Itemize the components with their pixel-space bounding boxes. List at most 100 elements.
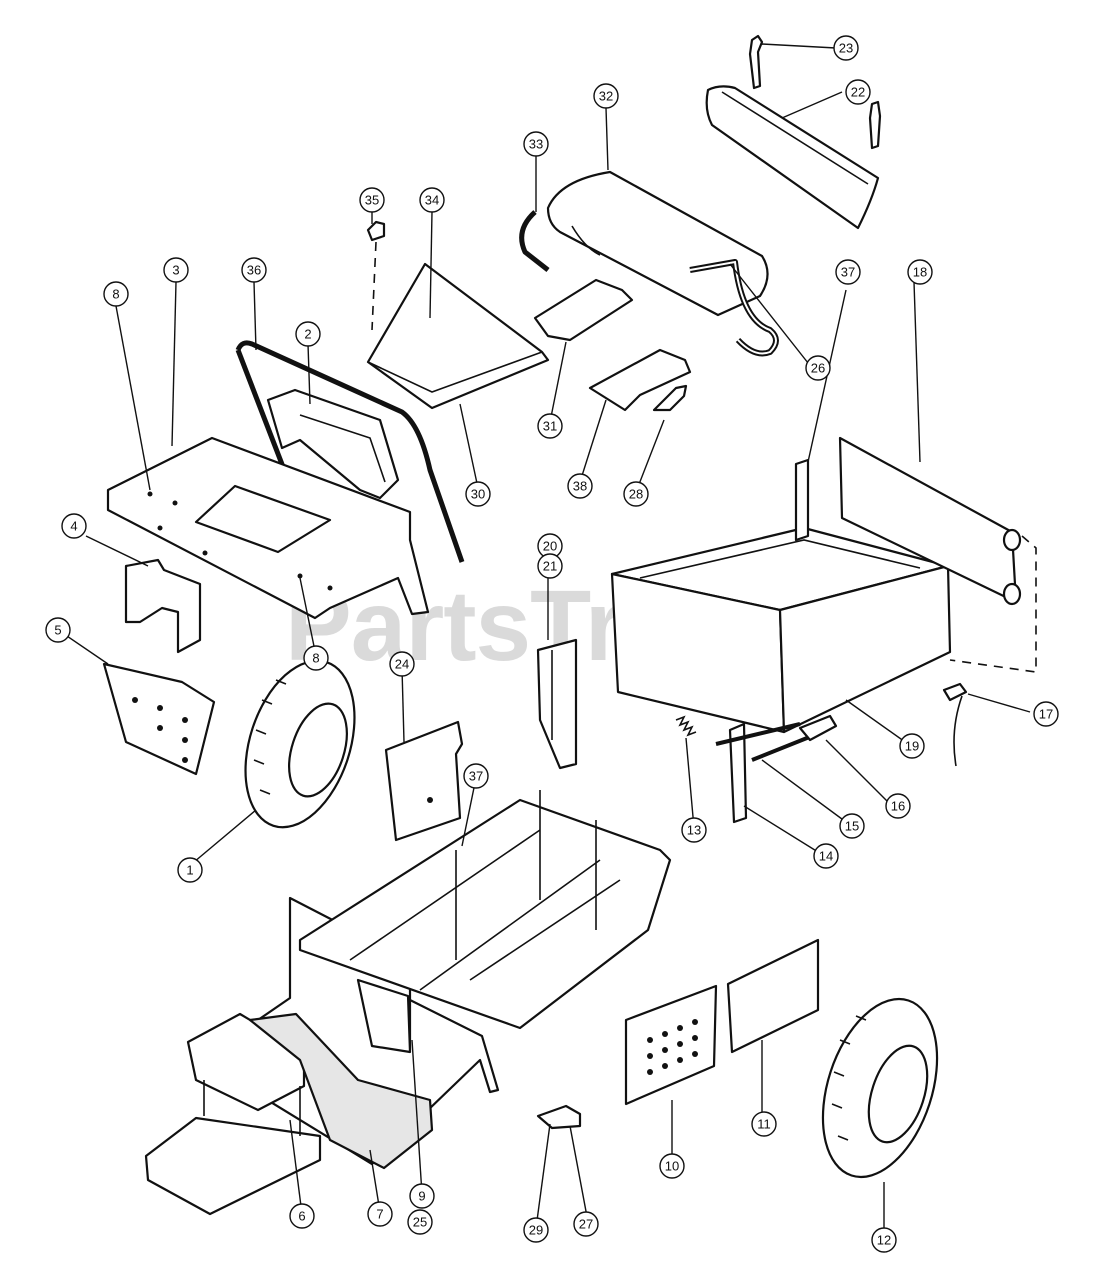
callout-circle — [367, 1201, 393, 1227]
callout-8: 8 — [303, 645, 329, 671]
part-11-panel — [726, 938, 820, 1054]
callout-label: 31 — [543, 419, 557, 434]
callout-label: 20 — [543, 539, 557, 554]
callout-circle — [567, 473, 593, 499]
callout-circle — [241, 257, 267, 283]
callout-36: 36 — [241, 257, 267, 283]
callout-label: 26 — [811, 361, 825, 376]
part-17-pin — [942, 682, 968, 767]
part-19-cargo-box — [610, 526, 952, 734]
callout-circle — [407, 1209, 433, 1235]
callout-label: 8 — [112, 287, 119, 302]
callout-label: 13 — [687, 823, 701, 838]
callout-circle — [885, 793, 911, 819]
callout-label: 14 — [819, 849, 833, 864]
callout-12: 12 — [871, 1227, 897, 1253]
part-28-knob — [652, 384, 688, 412]
part-15-latch-rod — [715, 722, 813, 762]
callout-14: 14 — [813, 843, 839, 869]
callout-33: 33 — [523, 131, 549, 157]
callout-label: 21 — [543, 559, 557, 574]
callout-label: 37 — [469, 769, 483, 784]
callout-label: 12 — [877, 1233, 891, 1248]
callout-label: 30 — [471, 487, 485, 502]
callout-label: 3 — [172, 263, 179, 278]
part-24-side-panel — [384, 720, 464, 842]
part-26-rod — [689, 259, 779, 357]
callout-label: 19 — [905, 739, 919, 754]
part-32-seat-cushion — [546, 170, 769, 317]
callout-circle — [573, 1211, 599, 1237]
callout-circle — [523, 1217, 549, 1243]
callout-label: 28 — [629, 487, 643, 502]
callout-circle — [681, 817, 707, 843]
callout-label: 38 — [573, 479, 587, 494]
callout-circle — [409, 1183, 435, 1209]
part-2-panel — [266, 388, 400, 500]
callout-34: 34 — [419, 187, 445, 213]
callout-16: 16 — [885, 793, 911, 819]
part-6-seat-box — [144, 1012, 322, 1216]
callout-circle — [899, 733, 925, 759]
callout-24: 24 — [389, 651, 415, 677]
part-frame — [236, 790, 672, 1166]
callout-circle — [419, 187, 445, 213]
callout-label: 9 — [418, 1189, 425, 1204]
callout-30: 30 — [465, 481, 491, 507]
callout-circle — [833, 35, 859, 61]
callout-label: 8 — [312, 651, 319, 666]
part-31-seat-bracket — [533, 278, 634, 342]
callout-label: 23 — [839, 41, 853, 56]
callout-circle — [871, 1227, 897, 1253]
callout-circle — [813, 843, 839, 869]
callout-circle — [289, 1203, 315, 1229]
callout-3: 3 — [163, 257, 189, 283]
callout-label: 18 — [913, 265, 927, 280]
callout-label: 5 — [54, 623, 61, 638]
callout-circle — [907, 259, 933, 285]
callout-25: 25 — [407, 1209, 433, 1235]
callout-9: 9 — [409, 1183, 435, 1209]
callout-circle — [537, 413, 563, 439]
part-33-seat-rod — [519, 210, 550, 272]
callout-38: 38 — [567, 473, 593, 499]
callout-22: 22 — [845, 79, 871, 105]
callout-circle — [359, 187, 385, 213]
part-38-bracket — [588, 348, 692, 412]
callout-circle — [623, 481, 649, 507]
callout-label: 11 — [757, 1117, 771, 1132]
callout-label: 7 — [376, 1207, 383, 1222]
callout-circle — [1033, 701, 1059, 727]
part-27-29-latch — [536, 1104, 582, 1130]
callout-8: 8 — [103, 281, 129, 307]
callout-label: 25 — [413, 1215, 427, 1230]
callout-label: 1 — [186, 863, 193, 878]
callout-circle — [839, 813, 865, 839]
callout-27: 27 — [573, 1211, 599, 1237]
callout-label: 17 — [1039, 707, 1053, 722]
callout-28: 28 — [623, 481, 649, 507]
callout-4: 4 — [61, 513, 87, 539]
callout-10: 10 — [659, 1153, 685, 1179]
callout-21: 21 — [537, 553, 563, 579]
callout-2: 2 — [295, 321, 321, 347]
part-14-latch-plate — [728, 722, 748, 824]
part-37-post — [794, 458, 810, 542]
part-20-21-upright — [536, 638, 578, 770]
callout-11: 11 — [751, 1111, 777, 1137]
callout-label: 4 — [70, 519, 77, 534]
part-3-hood — [106, 436, 430, 620]
callout-35: 35 — [359, 187, 385, 213]
callout-5: 5 — [45, 617, 71, 643]
callout-circle — [103, 281, 129, 307]
callout-circle — [751, 1111, 777, 1137]
callout-label: 35 — [365, 193, 379, 208]
callout-15: 15 — [839, 813, 865, 839]
part-1-left-wheel — [244, 659, 356, 829]
part-35-knob — [366, 220, 386, 331]
callout-7: 7 — [367, 1201, 393, 1227]
callout-label: 22 — [851, 85, 865, 100]
callout-circle — [593, 83, 619, 109]
